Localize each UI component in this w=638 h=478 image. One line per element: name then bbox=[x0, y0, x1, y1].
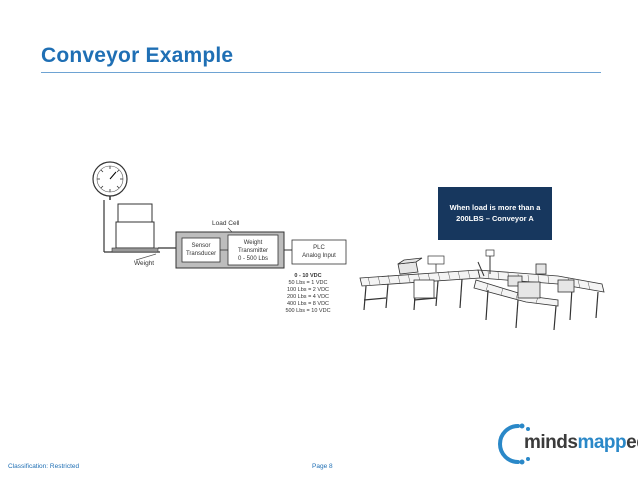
scale-header: 0 - 10 VDC bbox=[294, 273, 321, 279]
transmitter-label-1: Weight bbox=[244, 240, 263, 246]
logo-text-part2: mapp bbox=[577, 432, 627, 453]
scale-row: 50 Lbs = 1 VDC bbox=[289, 280, 328, 286]
transmitter-label-2: Transmitter bbox=[238, 248, 268, 254]
scale-row: 500 Lbs = 10 VDC bbox=[285, 308, 330, 314]
slide-title: Conveyor Example bbox=[41, 44, 234, 67]
weight-boxes-icon bbox=[111, 203, 159, 253]
page-number: Page 8 bbox=[312, 463, 333, 470]
logo-text-part1: minds bbox=[524, 432, 578, 453]
logo-text: mindsmapped bbox=[524, 432, 638, 454]
classification-label: Classification: Restricted bbox=[8, 463, 80, 470]
scale-row: 200 Lbs = 4 VDC bbox=[287, 294, 329, 300]
callout-line-1: When load is more than a bbox=[449, 203, 541, 213]
callout-line-2: 200LBS – Conveyor A bbox=[456, 213, 534, 223]
conveyor-illustration bbox=[359, 249, 605, 331]
conveyor-callout: When load is more than a 200LBS – Convey… bbox=[438, 187, 552, 240]
plc-label-1: PLC bbox=[313, 245, 325, 251]
plc-label-2: Analog Input bbox=[302, 253, 336, 259]
scale-row: 400 Lbs = 8 VDC bbox=[287, 301, 329, 307]
sensor-label-1: Sensor bbox=[191, 243, 210, 249]
dial-gauge-icon bbox=[92, 161, 128, 200]
transmitter-label-3: 0 - 500 Lbs bbox=[238, 256, 268, 262]
load-cell-label: Load Cell bbox=[212, 220, 240, 227]
title-underline bbox=[41, 72, 601, 73]
logo-text-part3: ed bbox=[626, 432, 638, 453]
sensor-label-2: Transducer bbox=[186, 251, 216, 257]
load-cell-diagram: Weight Load Cell Sensor Transducer Weigh… bbox=[92, 161, 347, 314]
mindsmapped-logo bbox=[498, 423, 530, 465]
scale-row: 100 Lbs = 2 VDC bbox=[287, 287, 329, 293]
weight-label: Weight bbox=[134, 260, 154, 267]
